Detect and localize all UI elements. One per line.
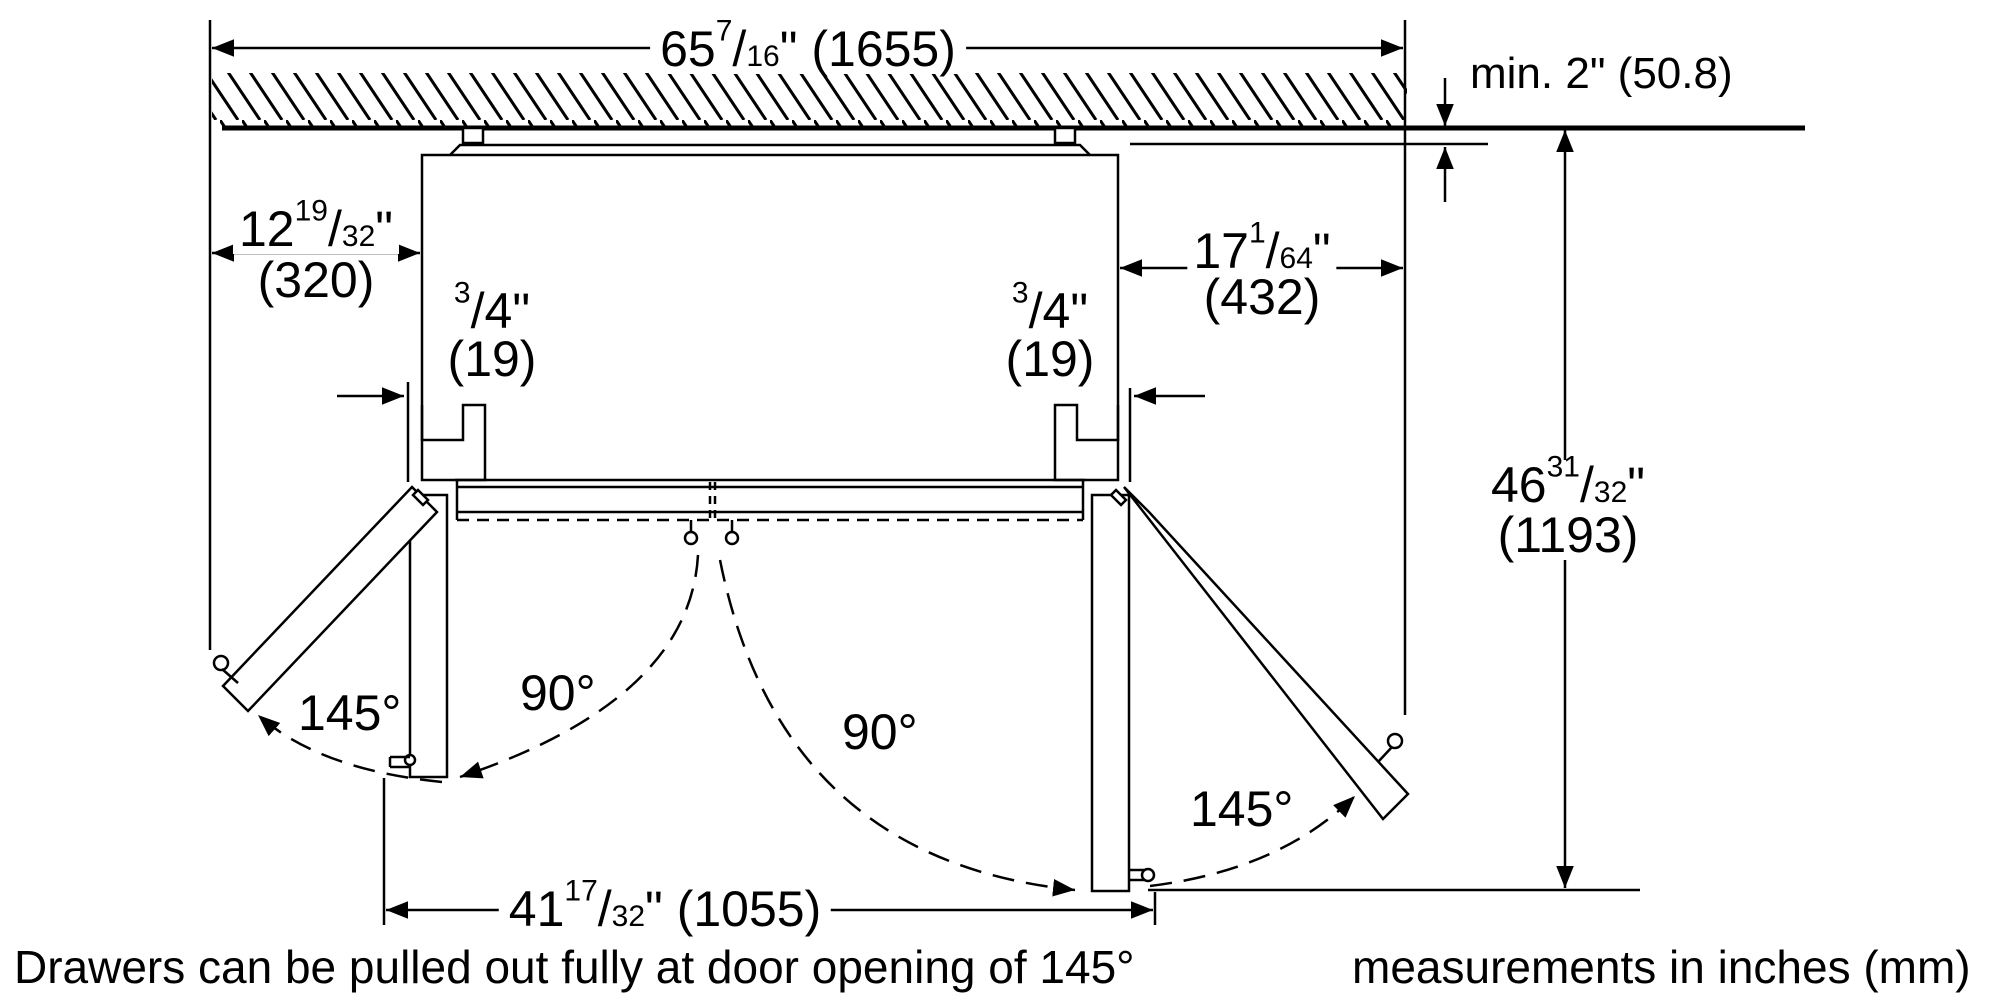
clearance-label: min. 2" (50.8) bbox=[1470, 49, 1733, 98]
right-145-angle: 145° bbox=[1190, 781, 1294, 837]
drawers-note: Drawers can be pulled out fully at door … bbox=[14, 941, 1135, 993]
right-90-angle: 90° bbox=[842, 704, 918, 760]
left-gap-mm: (19) bbox=[447, 331, 537, 387]
left-side-mm: (320) bbox=[257, 252, 375, 308]
refrigerator-body bbox=[420, 126, 1120, 546]
right-gap-label: 3/4" bbox=[1011, 276, 1089, 339]
depth-label: 4631/32" bbox=[1484, 452, 1652, 510]
left-door bbox=[212, 485, 449, 779]
left-gap-label: 3/4" bbox=[453, 276, 531, 339]
right-door bbox=[1090, 486, 1410, 893]
right-side-label: 171/64" bbox=[1187, 218, 1337, 276]
right-gap-dimension bbox=[1128, 387, 1205, 482]
swing-arcs bbox=[257, 554, 1356, 897]
door-span-label: 4117/32" (1055) bbox=[498, 876, 832, 934]
clearance-dimension bbox=[1130, 78, 1488, 202]
depth-mm: (1193) bbox=[1491, 510, 1645, 560]
left-145-angle: 145° bbox=[298, 685, 402, 741]
wall bbox=[212, 73, 1805, 131]
left-90-angle: 90° bbox=[520, 665, 596, 721]
units-note: measurements in inches (mm) bbox=[1352, 941, 1971, 993]
left-gap-dimension bbox=[337, 382, 410, 482]
overall-width-label: 657/16" (1655) bbox=[650, 16, 966, 74]
left-side-label: 1219/32" bbox=[232, 196, 400, 254]
right-gap-mm: (19) bbox=[1005, 331, 1095, 387]
right-side-mm: (432) bbox=[1203, 269, 1321, 325]
